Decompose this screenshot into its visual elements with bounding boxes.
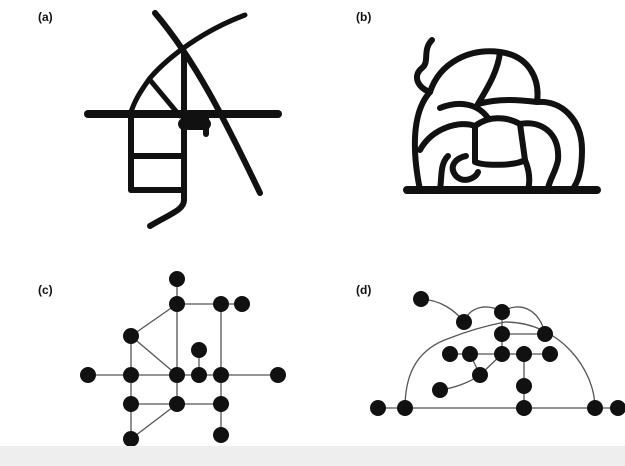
panel-c-node bbox=[213, 296, 229, 312]
panel-d-graph-nodes bbox=[370, 291, 625, 416]
panel-b-inner-upper-left bbox=[437, 100, 491, 121]
panel-b-right-lobe bbox=[475, 97, 540, 107]
panel-c-node bbox=[123, 431, 139, 447]
panel-c-node bbox=[213, 367, 229, 383]
panel-b-left-tendril bbox=[413, 37, 435, 95]
panel-c-node bbox=[213, 427, 229, 443]
panel-c-edge bbox=[130, 403, 178, 440]
panel-c-node bbox=[169, 396, 185, 412]
panel-c-node bbox=[169, 367, 185, 383]
panel-d-node bbox=[542, 346, 558, 362]
panel-b-small-leg bbox=[437, 153, 451, 193]
panel-d-node bbox=[610, 400, 625, 416]
panel-d-node bbox=[587, 400, 603, 416]
panel-a-vertical-street-mid bbox=[147, 49, 187, 229]
panel-d-node bbox=[462, 346, 478, 362]
panel-c-node bbox=[234, 296, 250, 312]
panel-b-top-divider bbox=[475, 49, 503, 107]
panel-c-node bbox=[191, 367, 207, 383]
panel-b-hook bbox=[449, 153, 481, 183]
panel-c-node bbox=[80, 367, 96, 383]
panel-d-node bbox=[516, 400, 532, 416]
panel-b-channel-network bbox=[403, 37, 601, 194]
panel-label-b: (b) bbox=[356, 10, 372, 24]
panel-c-node bbox=[123, 367, 139, 383]
panel-d-node bbox=[494, 346, 510, 362]
panel-d-node bbox=[472, 367, 488, 383]
panel-c-node bbox=[123, 328, 139, 344]
panel-c-edge bbox=[130, 303, 178, 337]
bottom-strip bbox=[0, 446, 625, 466]
panel-c-node bbox=[270, 367, 286, 383]
panel-d-node bbox=[413, 291, 429, 307]
panel-d-node bbox=[456, 314, 472, 330]
panel-d-node bbox=[432, 382, 448, 398]
panel-d-node bbox=[494, 326, 510, 342]
panel-c-graph-nodes bbox=[80, 271, 286, 465]
panel-d-node bbox=[516, 346, 532, 362]
panel-d-node bbox=[397, 400, 413, 416]
panel-label-a: (a) bbox=[38, 10, 53, 24]
panel-d-node bbox=[494, 304, 510, 320]
panel-c-edge bbox=[130, 335, 178, 376]
panel-label-c: (c) bbox=[38, 283, 53, 297]
panel-c-node bbox=[169, 271, 185, 287]
panel-d-node bbox=[370, 400, 386, 416]
panel-c-node bbox=[213, 396, 229, 412]
panel-b-left-outer-arc bbox=[411, 89, 433, 193]
panel-a-inner-diagonal bbox=[147, 77, 183, 119]
panel-b-inner-left-arch bbox=[417, 121, 478, 153]
panel-d-node bbox=[442, 346, 458, 362]
panel-d-node bbox=[537, 326, 553, 342]
panel-b-right-inner-arch bbox=[517, 120, 562, 193]
panel-c-node bbox=[169, 296, 185, 312]
panel-a-diagonal-street-left bbox=[152, 10, 263, 196]
panel-c-node bbox=[191, 342, 207, 358]
panel-label-d: (d) bbox=[356, 283, 372, 297]
panel-a-curved-street-right bbox=[128, 12, 248, 115]
panel-a-street-drawing bbox=[84, 10, 282, 229]
panel-d-node bbox=[516, 378, 532, 394]
panel-d-edge bbox=[404, 321, 596, 409]
panel-c-node bbox=[123, 396, 139, 412]
panel-b-right-leg bbox=[522, 157, 533, 193]
